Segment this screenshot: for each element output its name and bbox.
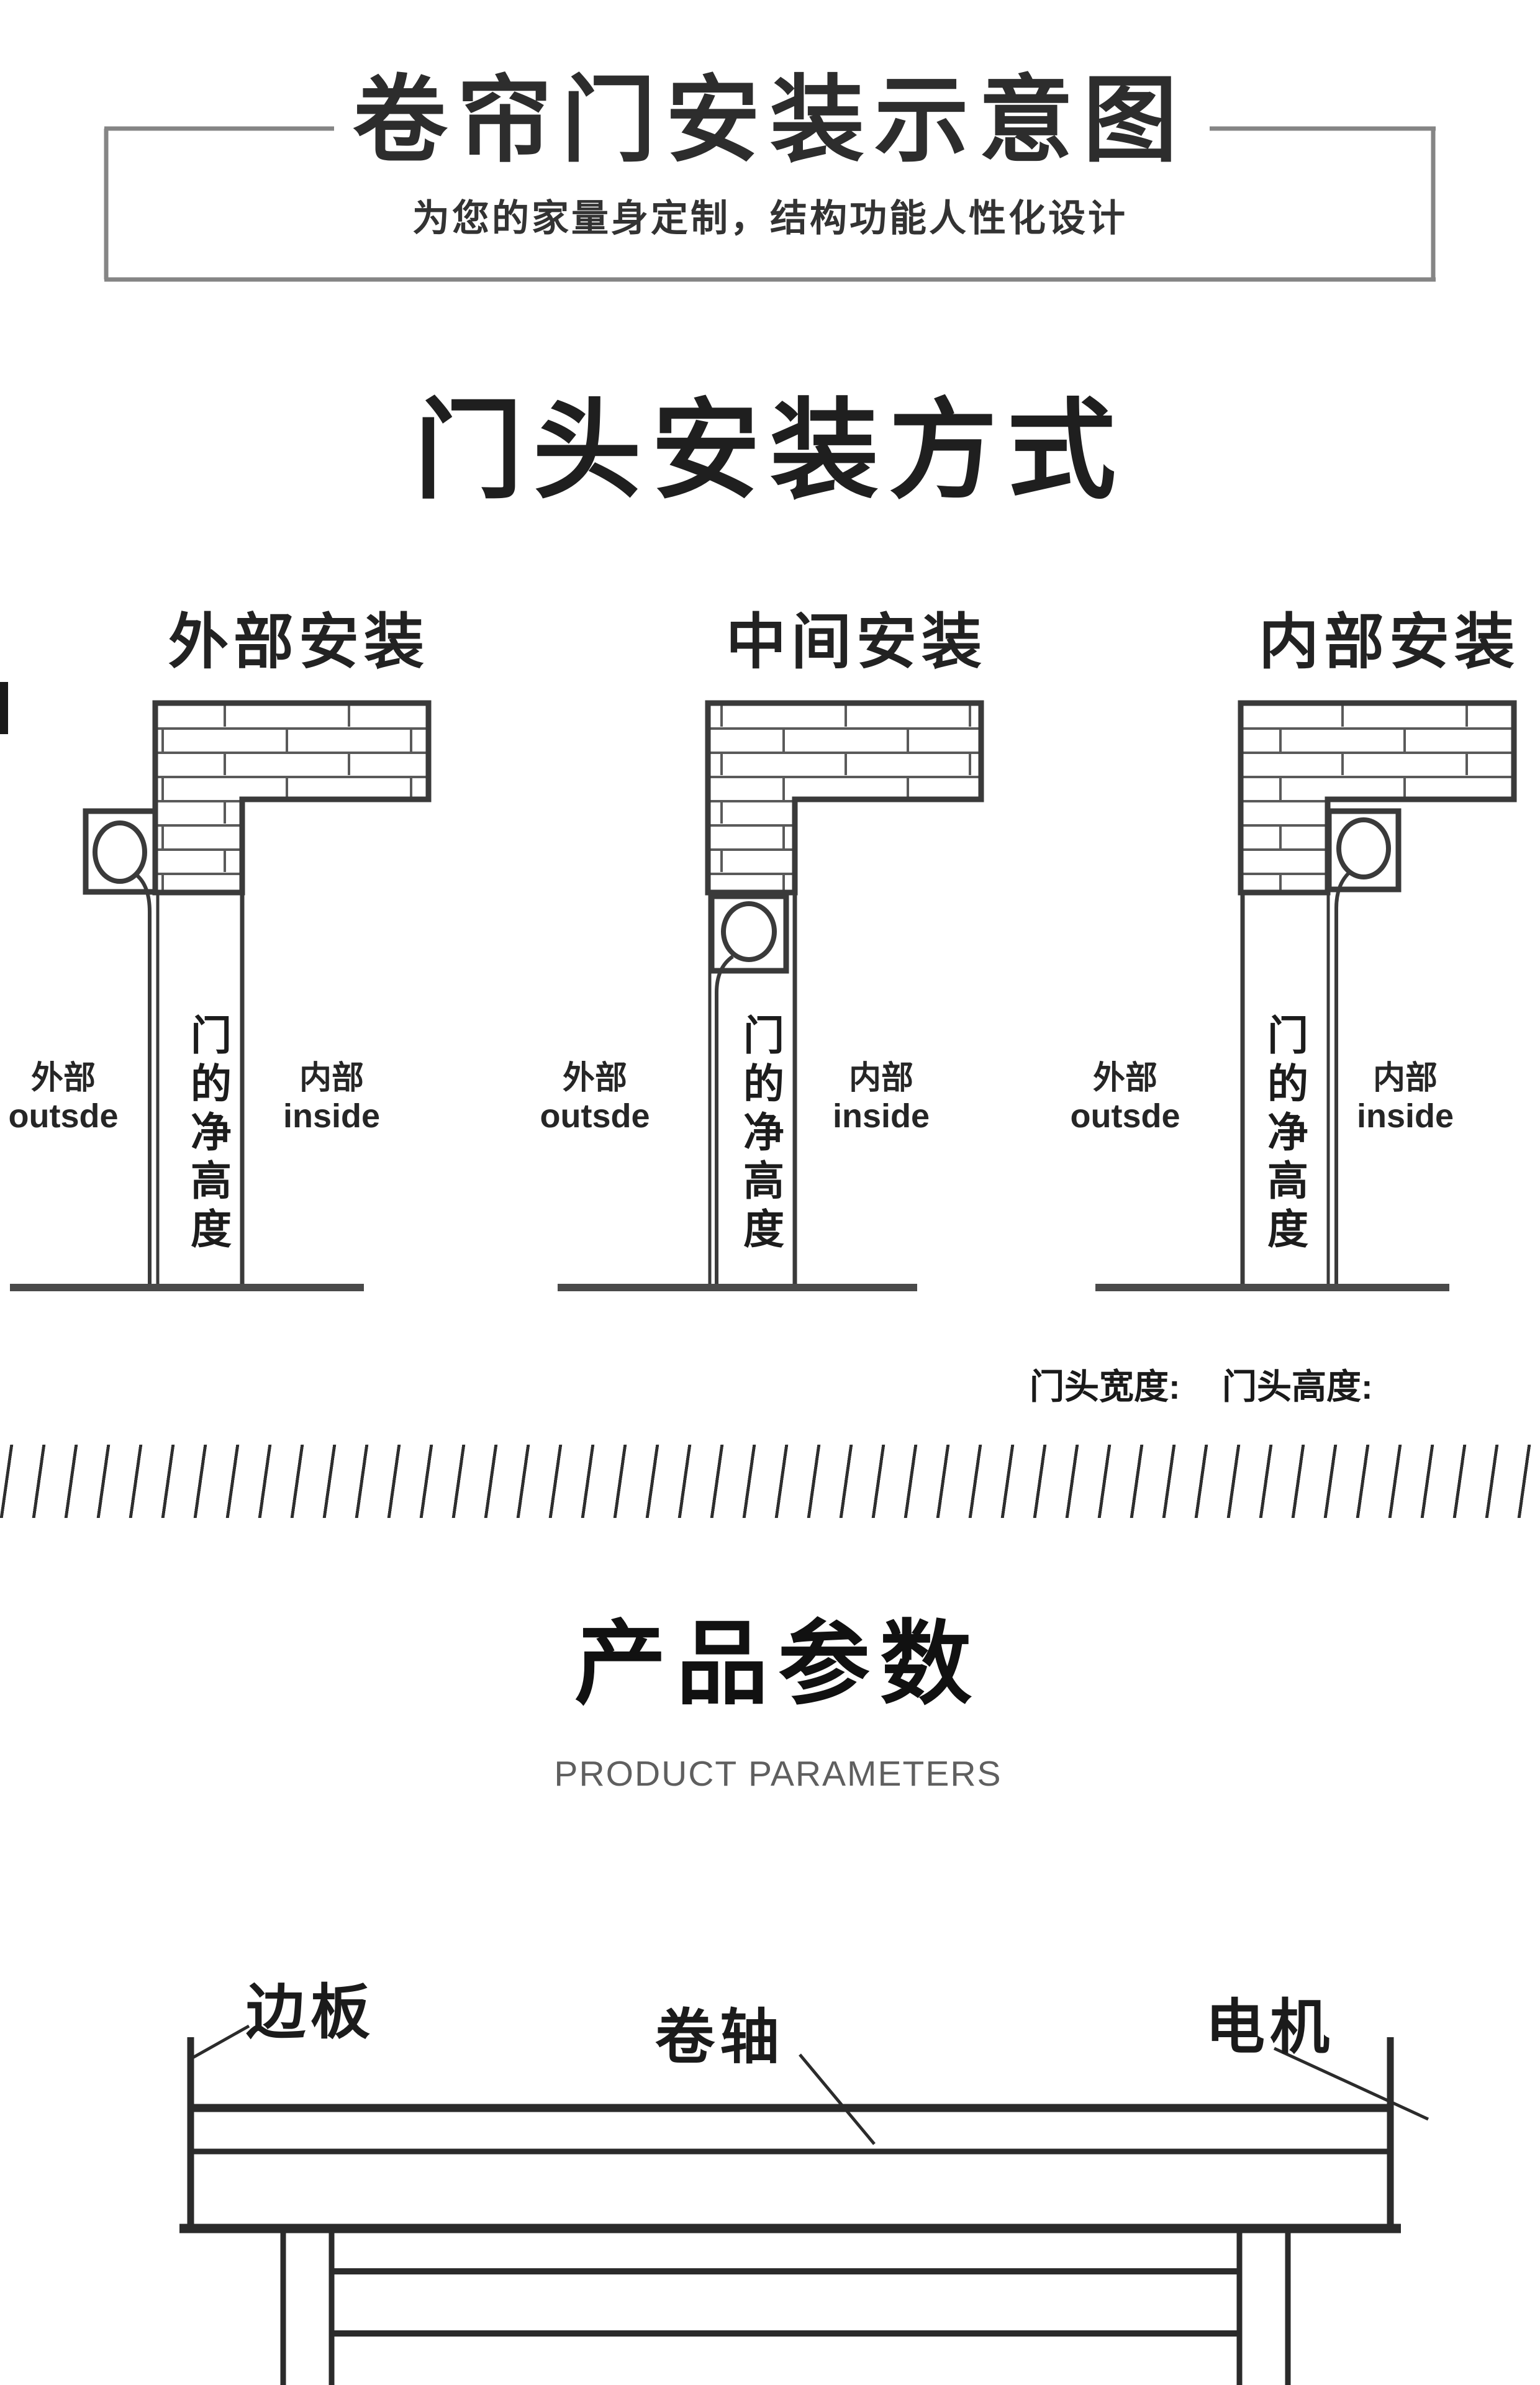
door-clear-height-note-1: 门的净高度: [185, 1014, 231, 1256]
door-head-width-label: 门头宽度:: [1030, 1367, 1180, 1406]
diagram-title-middle: 中间安装: [726, 608, 987, 676]
door-clear-height-note-3: 门的净高度: [1262, 1014, 1308, 1256]
page-subtitle: 为您的家量身定制，结构功能人性化设计: [412, 198, 1128, 239]
label-outside-cn: 外部: [30, 1060, 96, 1096]
brick-wall-shape: [705, 700, 984, 896]
label-outside-2: 外部 outsde: [540, 1060, 650, 1135]
part-label-motor: 电机: [1205, 1994, 1334, 2061]
part-label-side-plate: 边板: [246, 1979, 375, 2046]
page-title: 卷帘门安装示意图: [353, 68, 1187, 173]
hatch-divider: [0, 1445, 1539, 1518]
label-inside-en: inside: [1356, 1097, 1454, 1135]
label-inside-en: inside: [283, 1097, 381, 1135]
roller-drum-icon: [1336, 817, 1391, 879]
label-outside-cn: 外部: [1092, 1060, 1158, 1096]
curtain-slat-lines: [332, 2268, 1239, 2337]
motor-leader-line: [1273, 2047, 1429, 2121]
label-inside-cn: 内部: [1372, 1060, 1438, 1096]
roller-shaft-leader-line: [799, 2053, 876, 2145]
section-subtitle-params: PRODUCT PARAMETERS: [554, 1754, 1002, 1794]
curtain-line: [715, 955, 734, 1288]
diagram-middle-mount: [558, 700, 984, 1291]
section-title-install: 门头安装方式: [414, 391, 1126, 512]
diagram-external-mount: [10, 700, 432, 1291]
header-frame-border: [104, 126, 1436, 282]
part-label-roller-shaft: 卷轴: [655, 2004, 784, 2071]
curtain-line: [1334, 869, 1352, 1288]
label-outside-en: outsde: [1070, 1097, 1180, 1135]
label-outside-en: outsde: [8, 1097, 119, 1135]
diagram-internal-mount: [1095, 700, 1517, 1291]
label-inside-2: 内部 inside: [833, 1060, 930, 1135]
door-head-height-label: 门头高度:: [1222, 1367, 1373, 1406]
label-inside-3: 内部 inside: [1357, 1060, 1454, 1135]
curtain-line: [134, 873, 152, 1288]
label-outside-en: outsde: [540, 1097, 650, 1135]
guide-rail-lines: [280, 2233, 1291, 2385]
label-inside-1: 内部 inside: [283, 1060, 380, 1135]
door-clear-height-note-2: 门的净高度: [738, 1014, 784, 1256]
roller-drum-icon: [721, 901, 777, 962]
assembly-drawing: [179, 2024, 1429, 2385]
label-inside-cn: 内部: [299, 1060, 365, 1096]
roller-drum-icon: [93, 820, 147, 884]
diagram-title-external: 外部安装: [168, 608, 429, 676]
diagram-title-internal: 内部安装: [1259, 608, 1520, 676]
section-title-params: 产品参数: [574, 1613, 982, 1715]
left-edge-mark: [0, 682, 8, 734]
brick-wall-shape: [152, 700, 432, 896]
label-outside-1: 外部 outsde: [8, 1060, 118, 1135]
side-plate-leader-line: [188, 2024, 250, 2061]
label-inside-en: inside: [832, 1097, 930, 1135]
label-outside-cn: 外部: [562, 1060, 628, 1096]
label-outside-3: 外部 outsde: [1070, 1060, 1180, 1135]
label-inside-cn: 内部: [848, 1060, 914, 1096]
